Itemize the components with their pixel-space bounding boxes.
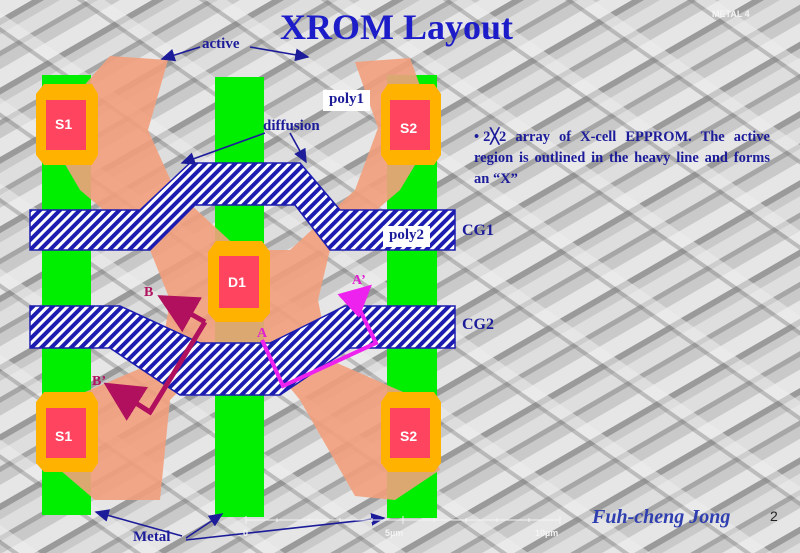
label-poly2: poly2	[383, 226, 431, 247]
poly2-cg2	[29, 305, 456, 396]
scale-tick-0: 0	[243, 528, 249, 538]
cutline-b	[103, 320, 208, 421]
cutline-a-top	[337, 284, 372, 318]
scale-tick-5: 5µm	[385, 528, 404, 538]
arrow-metal-1	[94, 509, 183, 537]
label-active: active	[202, 36, 240, 52]
scale-tick-10: 10µm	[535, 528, 559, 538]
label-a-prime: A’	[352, 273, 366, 288]
slide-title: XROM Layout	[280, 7, 513, 47]
cell-d1-label: D1	[228, 274, 246, 290]
arrow-active-left	[160, 46, 201, 62]
label-metal: Metal	[133, 529, 171, 545]
description-bullet: •2╳2 array of X-cell EPPROM. The active …	[474, 127, 770, 190]
page-number: 2	[770, 508, 778, 524]
cell-s2-bottom-label: S2	[400, 428, 418, 444]
description-text: 2╳2 array of X-cell EPPROM. The active r…	[474, 129, 770, 187]
label-cg1: CG1	[462, 222, 494, 239]
scale-ticks	[245, 516, 561, 524]
label-cg2: CG2	[462, 316, 494, 333]
cell-s1-top	[36, 84, 98, 165]
label-poly1: poly1	[323, 90, 371, 111]
label-b-prime: B’	[92, 374, 106, 389]
cell-s1-top-label: S1	[55, 116, 73, 132]
author-name: Fuh-cheng Jong	[592, 506, 731, 528]
cutline-a	[260, 299, 379, 389]
corner-label: METAL 4	[712, 9, 750, 19]
arrow-metal-3	[185, 513, 386, 541]
cell-s1-bottom-label: S1	[55, 428, 73, 444]
cell-s2-bottom	[381, 392, 441, 472]
cell-d1	[208, 241, 270, 322]
label-diffusion: diffusion	[263, 118, 320, 134]
cell-s1-bottom	[36, 392, 98, 472]
cutline-b-top	[157, 295, 207, 333]
arrow-active-right	[249, 46, 310, 62]
label-a: A	[257, 326, 268, 341]
arrow-diffusion-right	[289, 132, 307, 164]
cell-s2-top	[381, 84, 441, 165]
arrow-diffusion-left	[180, 132, 266, 165]
label-b: B	[144, 285, 154, 300]
bullet-dot: •	[474, 129, 480, 145]
cell-s2-top-label: S2	[400, 120, 418, 136]
arrow-metal-2	[185, 513, 224, 539]
